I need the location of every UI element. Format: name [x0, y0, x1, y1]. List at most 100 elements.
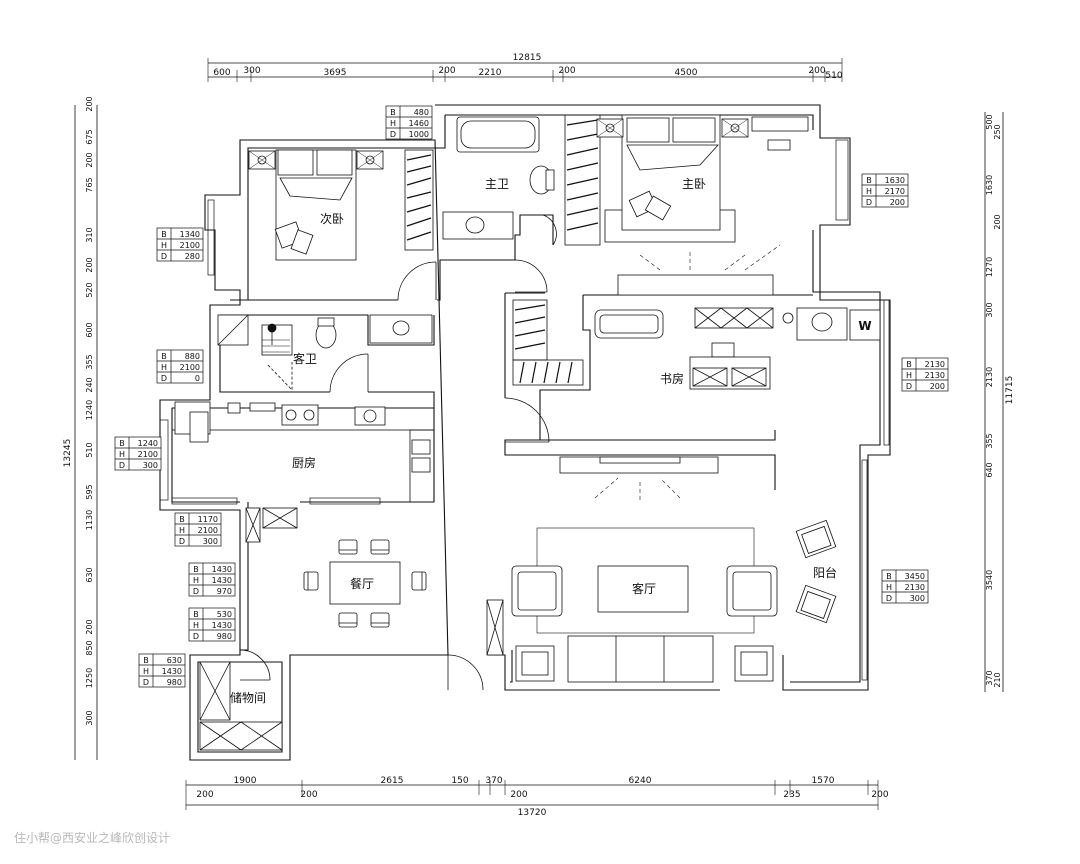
window-tag-key: H	[161, 363, 167, 372]
window-tag-key: H	[193, 621, 199, 630]
storage-fixtures	[199, 661, 283, 751]
dim-top-seg: 600	[213, 68, 230, 78]
room-label-balcony: 阳台	[813, 565, 837, 580]
window-tag-key: B	[906, 360, 912, 369]
dim-right-total: 11715	[1005, 376, 1015, 405]
balcony-furniture	[795, 519, 837, 624]
window-tag-value: 1630	[885, 176, 905, 185]
room-label-second-bedroom: 次卧	[320, 212, 344, 226]
window-tag-value: 300	[203, 537, 218, 546]
dim-top-seg: 510	[825, 71, 842, 81]
watermark: 住小帮@西安业之峰欣创设计	[14, 831, 171, 845]
dim-left-seg: 510	[85, 442, 94, 457]
window-tag-key: H	[119, 450, 125, 459]
dim-top-total: 12815	[513, 53, 542, 63]
dim-top-seg: 4500	[675, 68, 698, 78]
room-label-living: 客厅	[632, 581, 656, 596]
window-tag-value: 1240	[138, 439, 158, 448]
window-tag-key: D	[161, 252, 167, 261]
window-tag-key: D	[179, 537, 185, 546]
window-tag-key: D	[866, 198, 872, 207]
window-tag-value: 200	[890, 198, 905, 207]
window-tag-value: 2100	[198, 526, 218, 535]
dim-left-seg: 595	[85, 484, 94, 499]
dim-left-seg: 310	[85, 227, 94, 242]
window-tag-value: 980	[167, 678, 182, 687]
window-tag-value: 1430	[212, 565, 232, 574]
dim-right-seg: 200	[993, 214, 1002, 229]
window-tag-value: 2100	[180, 241, 200, 250]
window-tag-value: 1430	[212, 576, 232, 585]
dim-right-seg: 500	[985, 114, 994, 129]
dim-left-seg: 200	[85, 152, 94, 167]
window-tag-value: 0	[195, 374, 200, 383]
window-tag-value: 2130	[905, 583, 925, 592]
dim-left-seg: 200	[85, 96, 94, 111]
window-tag-value: 1340	[180, 230, 200, 239]
window-tag-value: 3450	[905, 572, 925, 581]
window-tag-key: H	[886, 583, 892, 592]
dim-top-seg: 3695	[324, 68, 347, 78]
dim-bottom-seg: 2615	[381, 776, 404, 786]
room-label-guest-bath: 客卫	[293, 351, 317, 366]
window-tag-value: 1000	[409, 130, 429, 139]
dim-left-seg: 600	[85, 322, 94, 337]
dim-top-seg: 200	[558, 66, 575, 76]
kitchen-fixtures	[171, 401, 435, 503]
dim-top-seg: 200	[808, 66, 825, 76]
dim-left-seg: 675	[85, 129, 94, 144]
window-tag-key: D	[193, 587, 199, 596]
dim-top-seg: 300	[243, 66, 260, 76]
dim-left-seg: 765	[85, 177, 94, 192]
window-tag-value: 970	[217, 587, 232, 596]
dim-left-seg: 200	[85, 257, 94, 272]
second-bedroom-furniture	[248, 149, 434, 261]
room-label-master-bedroom: 主卧	[682, 177, 706, 191]
room-labels: 次卧 主卫 主卧 客卫 书房 厨房 餐厅 客厅 阳台 储物间 W	[230, 177, 872, 705]
room-label-master-bath: 主卫	[485, 177, 509, 191]
dim-right-seg: 300	[985, 302, 994, 317]
dim-bottom-seg: 370	[485, 776, 502, 786]
dim-left-seg: 1240	[85, 400, 94, 420]
window-tag-value: 480	[414, 108, 429, 117]
window-tag-key: H	[390, 119, 396, 128]
window-tag-key: B	[161, 230, 167, 239]
washer-symbol: W	[858, 319, 871, 333]
master-bath-fixtures	[442, 116, 555, 240]
window-tag-value: 1460	[409, 119, 429, 128]
dim-top-seg: 2210	[479, 68, 502, 78]
dim-bottom-seg: 200	[300, 790, 317, 800]
window-tag-value: 880	[185, 352, 200, 361]
window-tag-key: B	[161, 352, 167, 361]
master-bedroom-furniture	[564, 114, 809, 296]
window-tag-value: 300	[910, 594, 925, 603]
dim-right-seg: 210	[993, 672, 1002, 687]
dim-bottom-total: 13720	[518, 808, 547, 818]
dim-bottom-seg: 200	[510, 790, 527, 800]
window-tag-key: H	[906, 371, 912, 380]
dim-left-seg: 355	[85, 354, 94, 369]
window-tag-value: 2100	[138, 450, 158, 459]
dim-bottom-seg: 1900	[234, 776, 257, 786]
dim-right-seg: 370	[985, 670, 994, 685]
dim-left-seg: 300	[85, 710, 94, 725]
dining-furniture	[245, 507, 427, 628]
window-tag-key: D	[906, 382, 912, 391]
dim-left-seg: 850	[85, 640, 94, 655]
dim-left-seg: 520	[85, 282, 94, 297]
window-tag-key: B	[886, 572, 892, 581]
window-tag-key: B	[390, 108, 396, 117]
window-tag-key: H	[193, 576, 199, 585]
window-tag-value: 630	[167, 656, 182, 665]
window-tag-value: 2100	[180, 363, 200, 372]
window-tag-value: 200	[930, 382, 945, 391]
dimension-labels: 12815 600 300 3695 200 2210 200 4500 200…	[63, 53, 1015, 818]
